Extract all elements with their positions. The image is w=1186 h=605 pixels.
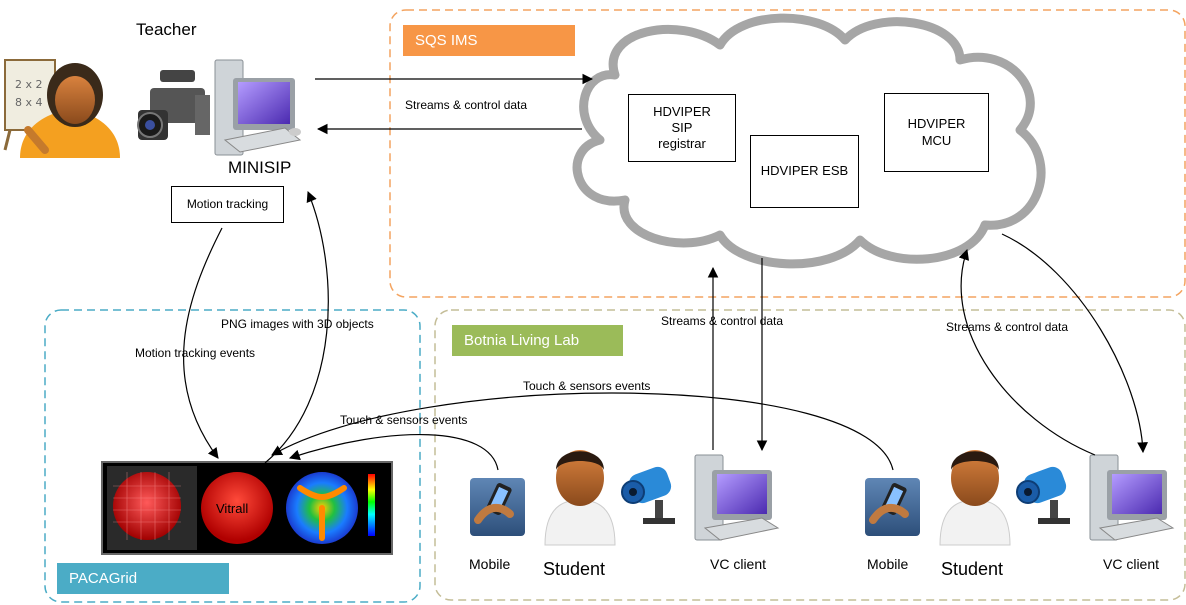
mcu-line-1: HDVIPER (907, 116, 966, 132)
teacher-label: Teacher (136, 20, 197, 39)
mobile-label-1: Mobile (469, 556, 511, 572)
svg-text:2 x 2: 2 x 2 (15, 78, 43, 91)
arrow-motion-to-vitrall (183, 227, 223, 459)
botnia-region (434, 309, 1186, 601)
webcam-icon-1 (621, 466, 675, 524)
minisip-label: MINISIP (228, 158, 292, 177)
mcu-box: HDVIPER MCU (884, 93, 989, 172)
student-label-1: Student (543, 559, 606, 579)
arrow-vc2-to-cloud (958, 248, 1096, 456)
esb-box: HDVIPER ESB (750, 135, 859, 208)
teacher-computer-icon (214, 59, 302, 156)
arrow-mobile2-to-vitrall (271, 392, 894, 471)
pacagrid-region (44, 309, 421, 603)
png-images-label: PNG images with 3D objects (221, 317, 374, 331)
arrow-vitrall-to-minisip (264, 191, 329, 464)
teacher-icon: 2 x 2 8 x 4 (3, 59, 120, 158)
vc-client-label-1: VC client (710, 556, 767, 572)
motion-events-label: Motion tracking events (135, 346, 256, 360)
svg-text:8 x 4: 8 x 4 (15, 96, 43, 109)
webcam-icon-2 (1016, 466, 1070, 524)
vc-computer-icon-1 (694, 454, 780, 541)
streams-label-mid: Streams & control data (661, 314, 784, 328)
video-camera-icon (137, 70, 210, 140)
pacagrid-tag: PACAGrid (57, 563, 229, 594)
streams-label-top: Streams & control data (405, 98, 528, 112)
vitrall-label: Vitrall (216, 501, 249, 516)
arrow-mobile1-to-vitrall (288, 434, 499, 471)
student-icon-2 (939, 450, 1011, 546)
motion-tracking-box: Motion tracking (171, 186, 284, 223)
arrow-cloud-to-vc2 (1001, 233, 1148, 454)
sip-registrar-line-2: SIP (671, 119, 693, 135)
mobile-icon-2 (865, 478, 920, 536)
touch-sensors-label-2: Touch & sensors events (523, 379, 651, 393)
sip-registrar-line-1: HDVIPER (653, 103, 711, 119)
vitrall-panel (101, 461, 393, 555)
sip-registrar-box: HDVIPER SIP registrar (628, 94, 736, 162)
touch-sensors-label-1: Touch & sensors events (340, 413, 468, 427)
sqs-ims-region (389, 9, 1186, 298)
mobile-label-2: Mobile (867, 556, 909, 572)
botnia-tag: Botnia Living Lab (452, 325, 623, 356)
vc-computer-icon-2 (1089, 454, 1175, 541)
mcu-line-2: MCU (921, 132, 952, 148)
sqs-ims-tag: SQS IMS (403, 25, 575, 56)
sip-registrar-line-3: registrar (658, 136, 706, 152)
vc-client-label-2: VC client (1103, 556, 1160, 572)
student-label-2: Student (941, 559, 1004, 579)
streams-label-right: Streams & control data (946, 320, 1069, 334)
student-icon-1 (544, 450, 616, 546)
mobile-icon-1 (470, 478, 525, 536)
